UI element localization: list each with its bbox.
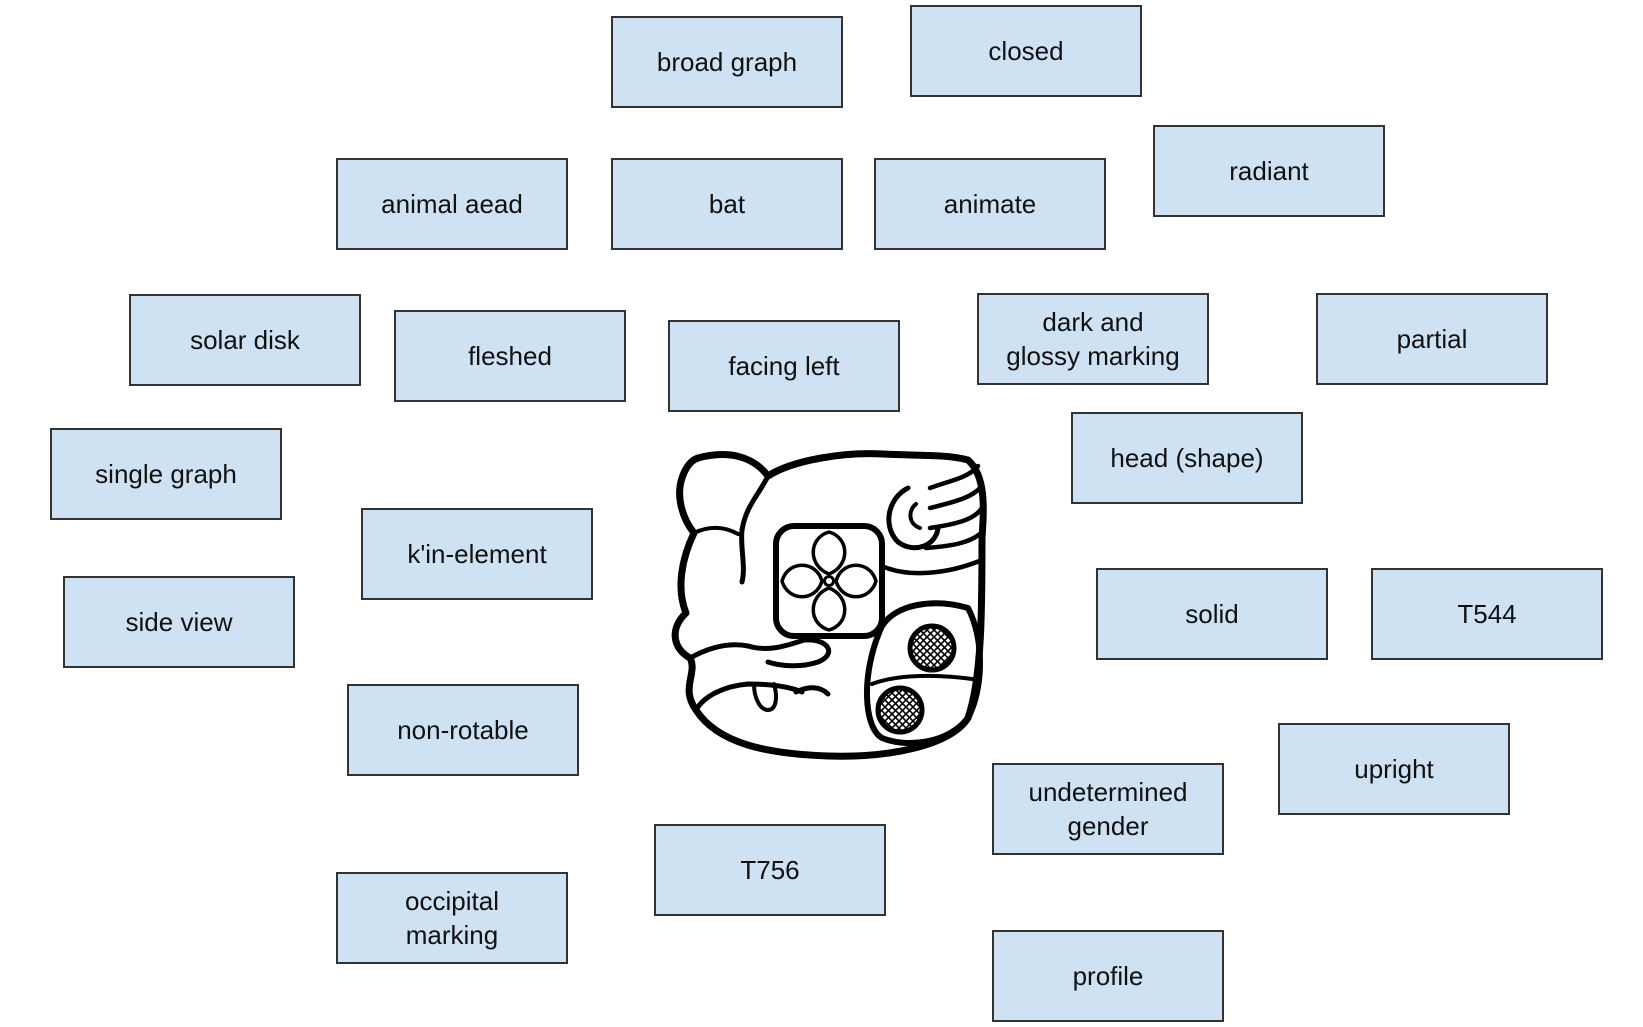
- card-label: facing left: [728, 351, 840, 381]
- card-t756: T756: [654, 824, 886, 916]
- card-bat: bat: [611, 158, 843, 250]
- card-upright: upright: [1278, 723, 1510, 815]
- card-head-shape: head (shape): [1071, 412, 1303, 504]
- card-label: side view: [125, 607, 233, 637]
- card-facing-left: facing left: [668, 320, 900, 412]
- card-label: bat: [708, 189, 746, 219]
- card-label: undetermined gender: [1028, 777, 1188, 841]
- card-t544: T544: [1371, 568, 1603, 660]
- card-label: closed: [988, 36, 1064, 66]
- card-label: profile: [1072, 961, 1144, 991]
- card-single-graph: single graph: [50, 428, 282, 520]
- card-solar-disk: solar disk: [129, 294, 361, 386]
- card-label: non-rotable: [397, 715, 529, 745]
- card-label: T756: [740, 855, 800, 885]
- card-occipital-marking: occipital marking: [336, 872, 568, 964]
- card-label: animal aead: [381, 189, 523, 219]
- card-animal-aead: animal aead: [336, 158, 568, 250]
- card-label: head (shape): [1110, 443, 1264, 473]
- card-label: T544: [1457, 599, 1517, 629]
- card-label: occipital marking: [405, 886, 499, 950]
- card-label: solar disk: [190, 325, 300, 355]
- card-label: animate: [943, 189, 1037, 219]
- card-non-rotable: non-rotable: [347, 684, 579, 776]
- card-undetermined-gender: undetermined gender: [992, 763, 1224, 855]
- card-partial: partial: [1316, 293, 1548, 385]
- card-label: upright: [1354, 754, 1434, 784]
- card-broad-graph: broad graph: [611, 16, 843, 108]
- card-closed: closed: [910, 5, 1142, 97]
- card-radiant: radiant: [1153, 125, 1385, 217]
- card-solid: solid: [1096, 568, 1328, 660]
- card-profile: profile: [992, 930, 1224, 1022]
- card-label: k'in-element: [407, 539, 547, 569]
- card-animate: animate: [874, 158, 1106, 250]
- card-dark-glossy-marking: dark and glossy marking: [977, 293, 1209, 385]
- card-label: solid: [1185, 599, 1239, 629]
- card-side-view: side view: [63, 576, 295, 668]
- card-label: broad graph: [656, 47, 798, 77]
- card-label: partial: [1396, 324, 1468, 354]
- card-fleshed: fleshed: [394, 310, 626, 402]
- card-label: radiant: [1229, 156, 1309, 186]
- card-kin-element: k'in-element: [361, 508, 593, 600]
- card-label: fleshed: [468, 341, 552, 371]
- glyph-icon: [671, 450, 987, 760]
- card-label: dark and glossy marking: [1006, 307, 1180, 371]
- card-label: single graph: [95, 459, 237, 489]
